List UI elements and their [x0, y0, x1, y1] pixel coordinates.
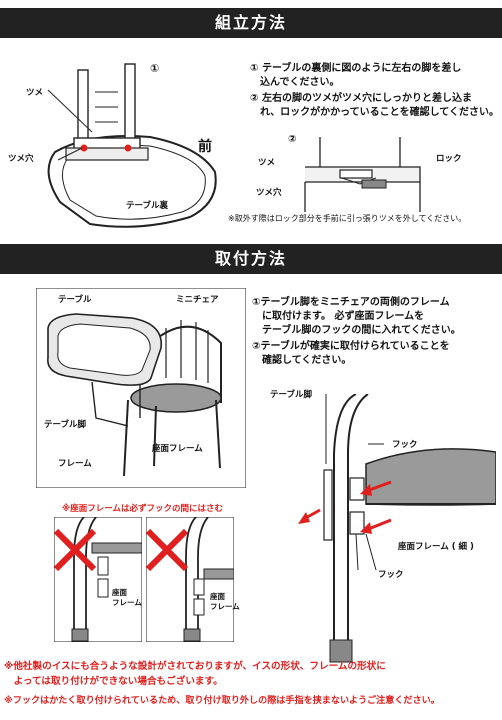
install-instruction-1c: テーブル脚のフックの間に入れてください。 [252, 325, 461, 336]
table-leg2-label: テーブル脚 [270, 390, 312, 400]
wrong-seat-frame-label-2: 座面 フレーム [210, 592, 240, 611]
wrong-example-1 [54, 517, 142, 642]
install-instruction-1b: に取付けます。 必ず座面フレームを [252, 311, 425, 322]
install-instruction-2a: ②テーブルが確実に取付けられていることを [252, 341, 450, 352]
assembly-instruction-2b: れ、ロックがかかっていることを確認してください。 [250, 107, 499, 118]
hook-detail-diagram [298, 394, 496, 663]
install-instruction-1a: ①テーブル脚をミニチェアの両側のフレーム [252, 297, 450, 308]
hook-bottom-label: フック [378, 570, 404, 580]
front-label: 前 [198, 139, 212, 155]
table-underside-label: テーブル裏 [126, 201, 168, 211]
footer-note-1a: ※他社製のイスにも合うような設計がされておりますが、イスの形状、フレームの形状に [4, 661, 386, 672]
install-instruction-2b: 確認してください。 [252, 355, 352, 366]
footer-note-1b: よっては取り付けができない場合もございます。 [4, 676, 223, 687]
assembly-diagram-underside [47, 63, 217, 228]
hook-top-label: フック [392, 440, 418, 450]
assembly-instruction-2a: ② 左右の脚のツメがツメ穴にしっかりと差し込ま [250, 93, 472, 104]
installation-header: 取付方法 [0, 244, 502, 274]
removal-note: ※取外す際はロック部分を手前に引っ張りツメを外してください。 [228, 214, 467, 223]
lock-label: ロック [436, 154, 462, 164]
step2-number: ② [288, 134, 297, 145]
assembly-instruction-1b: 込んでください。 [250, 77, 340, 88]
tsume-ana2-label: ツメ穴 [256, 188, 282, 198]
lock-detail-diagram [304, 137, 421, 212]
step1-number: ① [150, 62, 160, 75]
table-leg-label: テーブル脚 [44, 420, 86, 430]
assembly-header: 組立方法 [0, 8, 502, 38]
table-label: テーブル [58, 295, 92, 305]
seat-frame-label: 座面フレーム [152, 444, 203, 454]
frame-label: フレーム [58, 459, 92, 469]
hook-warning: ※座面フレームは必ずフックの間にはさむ [62, 504, 224, 514]
assembly-instruction-1a: ① テーブルの裏側に図のように左右の脚を差し [250, 63, 462, 74]
wrong-seat-frame-label-1: 座面 フレーム [112, 588, 142, 607]
mini-chair-label: ミニチェア [176, 295, 219, 305]
wrong-example-2 [146, 517, 234, 642]
seat-frame-thin-label: 座面フレーム ( 細 ) [398, 542, 474, 552]
tsume2-label: ツメ [258, 158, 276, 168]
chair-diagram [36, 288, 246, 488]
footer-note-2: ※フックはかたく取り付けられているため、取り付け取り外しの際は手指を挟まないよう… [4, 696, 440, 706]
tsume-ana-label: ツメ穴 [8, 154, 34, 164]
tsume-label: ツメ [26, 88, 44, 98]
